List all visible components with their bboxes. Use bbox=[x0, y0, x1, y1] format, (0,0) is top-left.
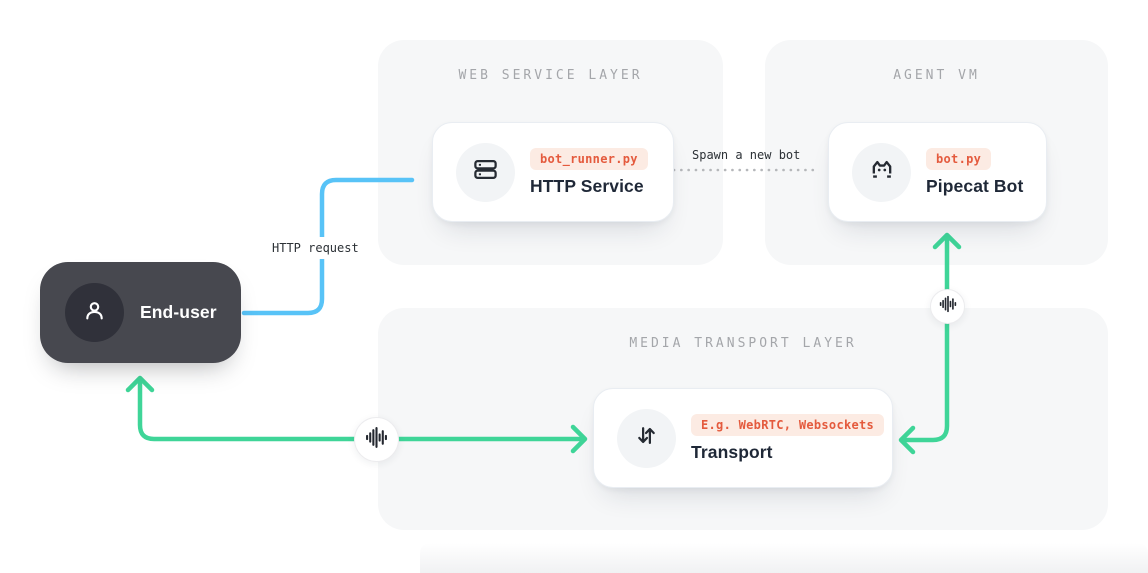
end-user-label: End-user bbox=[140, 302, 217, 322]
audio-waveform-icon bbox=[939, 295, 957, 318]
arrowhead-up-end-user bbox=[125, 375, 155, 393]
pipecat-cat-icon bbox=[868, 156, 896, 189]
pipecat-bot-badge: bot.py bbox=[926, 147, 992, 170]
layer-web-service-title: WEB SERVICE LAYER bbox=[458, 68, 643, 83]
transport-label: Transport bbox=[691, 441, 773, 462]
layer-agent-vm-title: AGENT VM bbox=[893, 68, 980, 83]
node-http-service: bot_runner.py HTTP Service bbox=[432, 122, 674, 222]
layer-media-transport-title: MEDIA TRANSPORT LAYER bbox=[629, 336, 857, 351]
http-request-label: HTTP request bbox=[264, 237, 367, 259]
node-transport: E.g. WebRTC, Websockets Transport bbox=[593, 388, 893, 488]
server-icon-circle bbox=[456, 142, 515, 202]
audio-waveform-badge-transport-bot bbox=[930, 289, 965, 324]
spawn-bot-label: Spawn a new bot bbox=[692, 148, 801, 162]
user-icon-circle bbox=[65, 283, 124, 342]
bottom-fade-decoration bbox=[420, 543, 1148, 573]
node-pipecat-bot: bot.py Pipecat Bot bbox=[828, 122, 1047, 222]
http-service-badge: bot_runner.py bbox=[530, 147, 648, 170]
user-icon bbox=[81, 297, 108, 329]
pipecat-cat-icon-circle bbox=[852, 142, 911, 202]
transport-badge: E.g. WebRTC, Websockets bbox=[691, 413, 885, 436]
transfer-arrows-icon bbox=[633, 422, 660, 454]
server-icon bbox=[472, 156, 499, 188]
audio-waveform-badge-user-transport bbox=[354, 417, 399, 462]
transfer-arrows-icon-circle bbox=[617, 408, 676, 468]
node-end-user: End-user bbox=[40, 262, 241, 363]
http-service-label: HTTP Service bbox=[530, 175, 644, 196]
audio-waveform-icon bbox=[365, 426, 388, 454]
pipecat-bot-label: Pipecat Bot bbox=[926, 175, 1024, 196]
